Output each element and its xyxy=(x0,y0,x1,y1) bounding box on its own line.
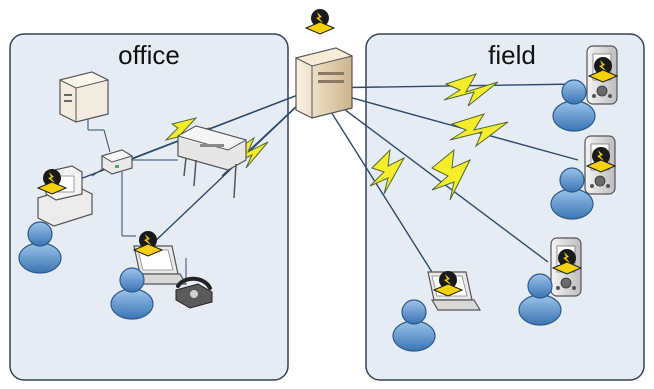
office-phone xyxy=(175,276,213,309)
wireless-bolt-icon xyxy=(369,148,406,195)
office-desktop-tower xyxy=(58,71,110,123)
plotter-printer-icon xyxy=(200,144,224,147)
lightning-badge-icon xyxy=(305,8,335,35)
central-server xyxy=(294,47,354,119)
office-plotter xyxy=(176,125,248,199)
wireless-bolt-icon xyxy=(449,113,509,148)
network-switch-icon xyxy=(115,165,119,168)
desk-phone-icon xyxy=(190,290,198,298)
wireless-bolt-icon xyxy=(443,73,499,107)
server-tower-icon xyxy=(318,72,344,83)
desktop-tower-icon xyxy=(64,94,72,102)
office-network-switch xyxy=(100,149,134,175)
wireless-bolt-icon xyxy=(431,148,472,201)
field-zone-label: field xyxy=(488,40,536,70)
office-zone-label: office xyxy=(118,40,180,70)
